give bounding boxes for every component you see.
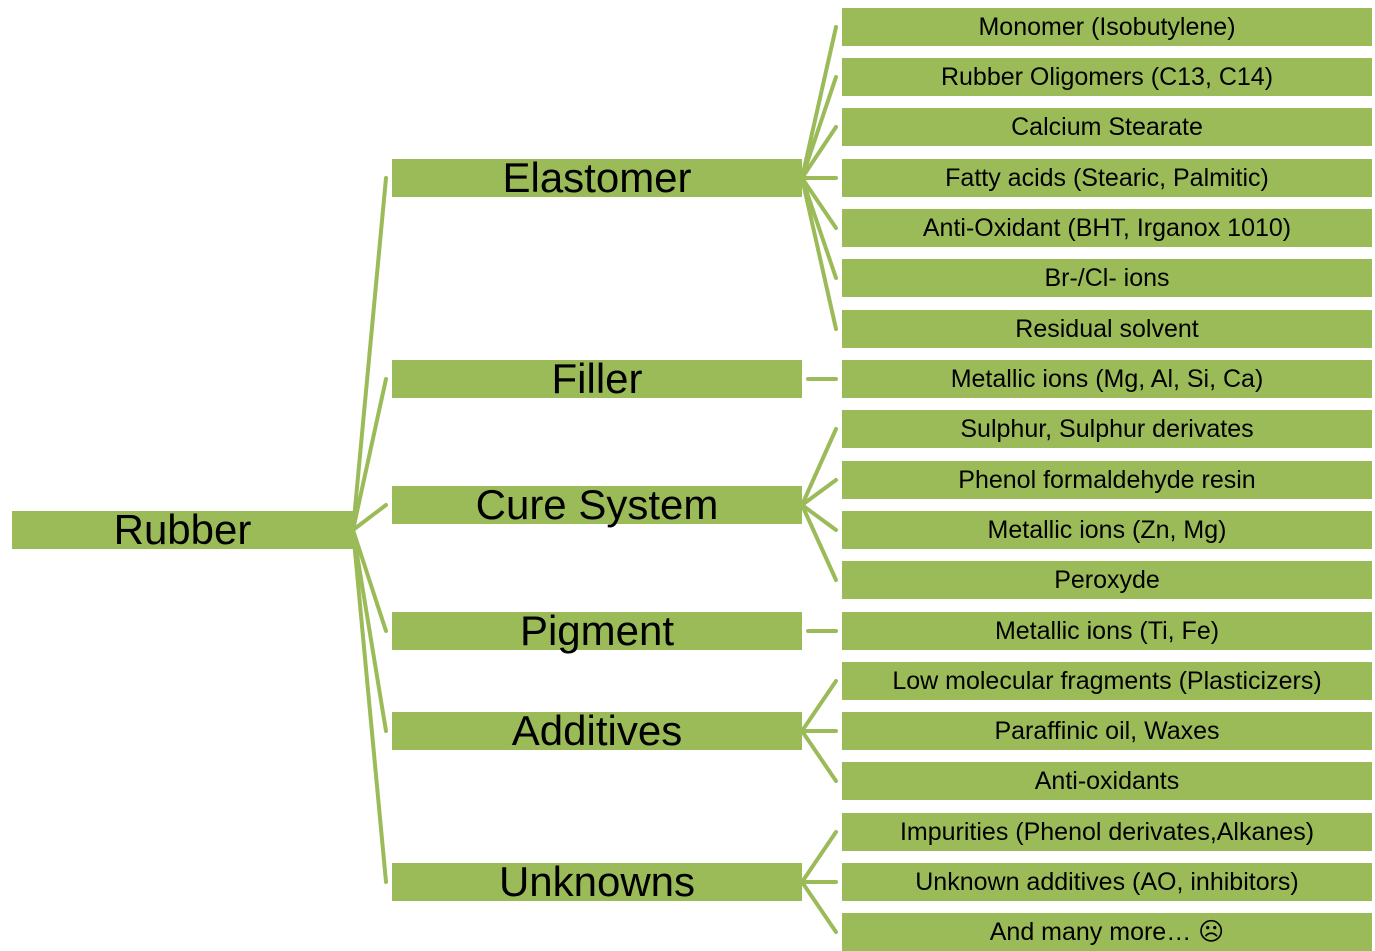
connector-line <box>800 880 838 934</box>
connector-line <box>351 528 388 733</box>
connector-line <box>351 528 388 633</box>
category-elastomer: Elastomer <box>392 154 802 201</box>
leaf-anti-oxidant-bht: Anti-Oxidant (BHT, Irganox 1010) <box>842 209 1372 247</box>
connector-line <box>351 503 388 532</box>
category-additives: Additives <box>392 707 802 754</box>
leaf-monomer-isobutylene: Monomer (Isobutylene) <box>842 8 1372 46</box>
leaf-phenol-formaldehyde-resin: Phenol formaldehyde resin <box>842 461 1372 499</box>
connector-line <box>351 377 388 532</box>
connector-line <box>800 478 838 507</box>
leaf-calcium-stearate: Calcium Stearate <box>842 108 1372 146</box>
category-cure-system: Cure System <box>392 481 802 528</box>
leaf-metallic-ions-zn-mg: Metallic ions (Zn, Mg) <box>842 511 1372 549</box>
category-unknowns: Unknowns <box>392 858 802 905</box>
connector-line <box>800 176 838 331</box>
leaf-anti-oxidants: Anti-oxidants <box>842 762 1372 800</box>
connector-line <box>800 176 838 230</box>
leaf-sulphur-derivates: Sulphur, Sulphur derivates <box>842 410 1372 448</box>
connector-line <box>800 75 838 180</box>
leaf-residual-solvent: Residual solvent <box>842 310 1372 348</box>
connector-line <box>800 503 838 532</box>
leaf-metallic-ions-mg-al-si-ca: Metallic ions (Mg, Al, Si, Ca) <box>842 360 1372 398</box>
connector-line <box>800 729 838 783</box>
connector-line <box>800 427 838 507</box>
leaf-br-cl-ions: Br-/Cl- ions <box>842 259 1372 297</box>
leaf-paraffinic-oil-waxes: Paraffinic oil, Waxes <box>842 712 1372 750</box>
category-pigment: Pigment <box>392 607 802 654</box>
connector-line <box>351 528 388 884</box>
leaf-and-many-more: And many more… ☹ <box>842 913 1372 951</box>
root-node-rubber: Rubber <box>12 506 353 553</box>
leaf-metallic-ions-ti-fe: Metallic ions (Ti, Fe) <box>842 612 1372 650</box>
connector-line <box>351 176 388 532</box>
connector-line <box>800 503 838 582</box>
connector-line <box>800 125 838 180</box>
leaf-fatty-acids: Fatty acids (Stearic, Palmitic) <box>842 159 1372 197</box>
connector-line <box>800 25 838 180</box>
leaf-low-molecular-fragments: Low molecular fragments (Plasticizers) <box>842 662 1372 700</box>
leaf-peroxyde: Peroxyde <box>842 561 1372 599</box>
connector-line <box>800 830 838 884</box>
category-filler: Filler <box>392 355 802 402</box>
leaf-impurities: Impurities (Phenol derivates,Alkanes) <box>842 813 1372 851</box>
connector-line <box>800 679 838 733</box>
leaf-rubber-oligomers: Rubber Oligomers (C13, C14) <box>842 58 1372 96</box>
leaf-unknown-additives: Unknown additives (AO, inhibitors) <box>842 863 1372 901</box>
